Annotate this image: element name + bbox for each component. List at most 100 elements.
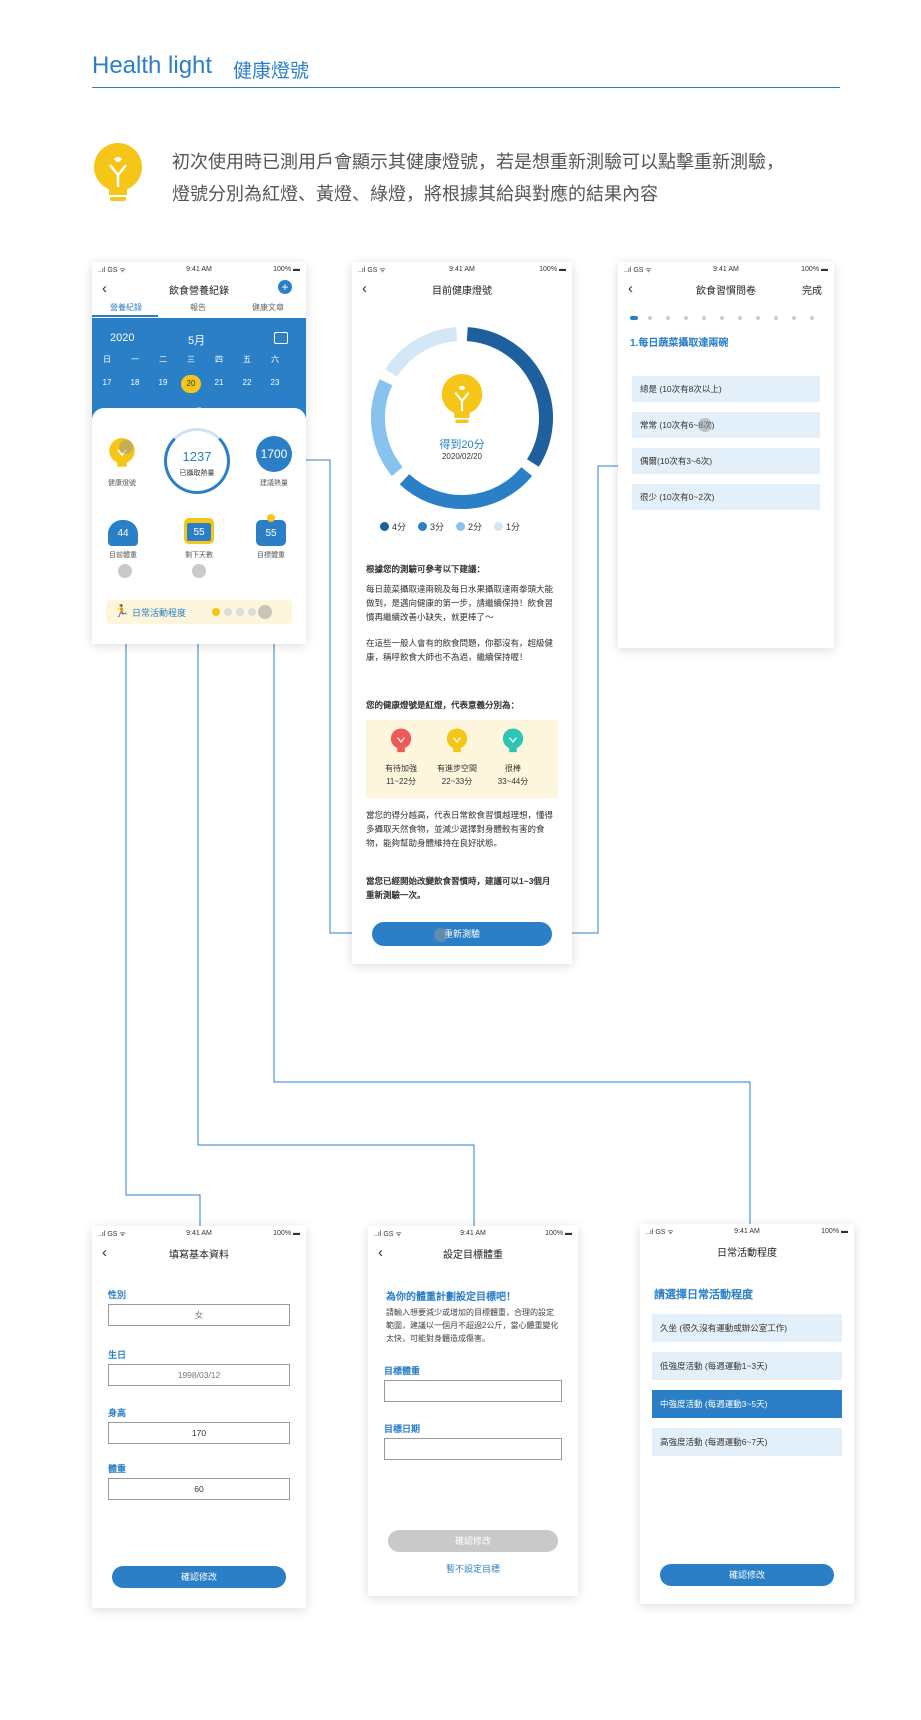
days-left-value: 55: [187, 523, 211, 541]
legend-item: 1分: [494, 520, 520, 533]
advice-title: 根據您的測驗可參考以下建議：: [366, 564, 486, 574]
weight-field[interactable]: 60: [108, 1478, 290, 1500]
target-weight-label: 目標體重: [384, 1366, 421, 1376]
calendar-day[interactable]: 18: [130, 378, 140, 387]
light-meaning-title: 您的健康燈號是紅燈，代表意義分別為：: [366, 700, 520, 710]
add-icon[interactable]: +: [278, 280, 292, 294]
touch-indicator: [698, 418, 712, 432]
progress-dot: [720, 316, 724, 320]
bulb-icon: [94, 143, 142, 201]
birthday-field[interactable]: 1998/03/12: [108, 1364, 290, 1386]
advice-paragraph: 當您已經開始改變飲食習慣時，建議可以1~3個月重新測驗一次。: [366, 876, 551, 900]
answer-option[interactable]: 偶爾(10次有3~6次): [632, 448, 820, 474]
target-weight-icon[interactable]: 55: [256, 520, 286, 546]
activity-option-selected[interactable]: 中強度活動 (每週運動3~5天): [652, 1390, 842, 1418]
back-icon[interactable]: ‹: [102, 1244, 107, 1261]
back-icon[interactable]: ‹: [362, 280, 367, 297]
current-weight-label: 目前體重: [109, 552, 137, 559]
touch-indicator: [434, 928, 448, 942]
answer-option[interactable]: 很少 (10次有0~2次): [632, 484, 820, 510]
confirm-button[interactable]: 確認修改: [660, 1564, 834, 1586]
touch-indicator: [258, 605, 272, 619]
confirm-button[interactable]: 確認修改: [388, 1530, 558, 1552]
legend-label: 2分: [468, 522, 483, 532]
advice-paragraph: 在這些一般人會有的飲食問題，你都沒有，超級健康，稱呼飲食大師也不為過，繼續保持喔…: [366, 638, 554, 662]
clock: 9:41 AM: [460, 1230, 486, 1237]
target-heading: 為你的體重計劃設定目標吧！: [386, 1292, 516, 1303]
progress-dot: [738, 316, 742, 320]
weekday: 四: [215, 355, 223, 364]
activity-option[interactable]: 久坐 (很久沒有運動或辦公室工作): [652, 1314, 842, 1342]
page-title: 目前健康燈號: [432, 286, 492, 297]
advice-paragraph: 當您的得分越高，代表日常飲食習慣越理想，懂得多攝取天然食物，並減少選擇對身體較有…: [366, 810, 554, 848]
calendar-day[interactable]: 23: [270, 378, 280, 387]
intro-text: 初次使用時已測用戶會顯示其健康燈號，若是想重新測驗可以點擊重新測驗， 燈號分別為…: [172, 146, 852, 210]
back-icon[interactable]: ‹: [102, 280, 107, 297]
status-bar: ..ıl GS ᯤ 9:41 AM 100% ▬: [368, 1226, 578, 1240]
page-title: 設定目標體重: [443, 1250, 503, 1261]
progress-dot: [774, 316, 778, 320]
calendar-day[interactable]: 21: [214, 378, 224, 387]
answer-option[interactable]: 常常 (10次有6~8次): [632, 412, 820, 438]
activity-heading: 請選擇日常活動程度: [654, 1289, 753, 1301]
calendar-day[interactable]: 19: [158, 378, 168, 387]
carrier: ..ıl GS ᯤ: [98, 1231, 126, 1238]
tab-articles[interactable]: 健康文章: [252, 303, 284, 312]
activity-option[interactable]: 高強度活動 (每週運動6~7天): [652, 1428, 842, 1456]
confirm-button[interactable]: 確認修改: [112, 1566, 286, 1588]
carrier: ..ıl GS ᯤ: [646, 1229, 674, 1236]
calories-suggested: 1700: [256, 436, 292, 472]
weekday: 五: [243, 355, 251, 364]
target-weight-field[interactable]: [384, 1380, 562, 1402]
status-bar: ..ıl GS ᯤ 9:41 AM 100% ▬: [618, 262, 834, 276]
tab-nutrition[interactable]: 營養紀錄: [110, 303, 142, 312]
calories-suggested-label: 建議熱量: [260, 480, 288, 487]
tab-indicator: [92, 315, 158, 317]
done-button[interactable]: 完成: [802, 286, 822, 297]
calendar-icon[interactable]: [274, 332, 288, 344]
calendar-day[interactable]: 22: [242, 378, 252, 387]
retest-button[interactable]: 重新測驗: [372, 922, 552, 946]
height-label: 身高: [108, 1408, 127, 1418]
nav-bar: ‹ 設定目標體重: [368, 1240, 578, 1266]
clock: 9:41 AM: [449, 266, 475, 273]
status-bar: ..ıl GS ᯤ 9:41 AM 100% ▬: [352, 262, 572, 276]
light-name: 有待加強: [385, 764, 417, 773]
touch-indicator: [118, 564, 132, 578]
nav-bar: ‹ 飲食營養紀錄: [92, 276, 306, 302]
score-date: 2020/02/20: [441, 452, 483, 461]
phone-diet-questionnaire: ..ıl GS ᯤ 9:41 AM 100% ▬ ‹ 飲食習慣問卷 完成 1.每…: [618, 262, 834, 648]
birthday-label: 生日: [108, 1350, 127, 1360]
donut-segment-1: [466, 327, 553, 467]
calendar-day-selected[interactable]: 20: [181, 375, 201, 393]
back-icon[interactable]: ‹: [378, 1244, 383, 1261]
carrier: ..ıl GS ᯤ: [374, 1231, 402, 1238]
height-field[interactable]: 170: [108, 1422, 290, 1444]
carrier: ..ıl GS ᯤ: [358, 267, 386, 274]
phone-basic-info: ..ıl GS ᯤ 9:41 AM 100% ▬ ‹ 填寫基本資料 性別 女 生…: [92, 1226, 306, 1608]
calendar-days-icon[interactable]: 55: [184, 518, 214, 544]
scale-icon[interactable]: 44: [108, 520, 138, 546]
tab-report[interactable]: 報告: [190, 303, 206, 312]
calories-taken-label: 已攝取熱量: [179, 470, 215, 477]
legend-swatch: [380, 522, 389, 531]
carrier: ..ıl GS ᯤ: [98, 267, 126, 274]
chevron-down-icon[interactable]: ⌄: [195, 402, 203, 411]
calendar-day[interactable]: 17: [102, 378, 112, 387]
weight-label: 體重: [108, 1464, 127, 1474]
target-weight-label: 目標體重: [257, 552, 285, 559]
calendar-month[interactable]: 5月: [188, 335, 206, 347]
weekday: 二: [159, 355, 167, 364]
activity-level-bar[interactable]: 🏃 日常活動程度: [106, 600, 292, 624]
light-range: 22~33分: [441, 777, 473, 786]
answer-option[interactable]: 總是 (10次有8次以上): [632, 376, 820, 402]
gender-field[interactable]: 女: [108, 1304, 290, 1326]
back-icon[interactable]: ‹: [628, 280, 633, 297]
skip-target-link[interactable]: 暫不設定目標: [445, 1564, 500, 1574]
health-light-label: 健康燈號: [108, 480, 136, 487]
activity-option[interactable]: 低強度活動 (每週運動1~3天): [652, 1352, 842, 1380]
target-date-field[interactable]: [384, 1438, 562, 1460]
battery: 100% ▬: [801, 266, 828, 273]
